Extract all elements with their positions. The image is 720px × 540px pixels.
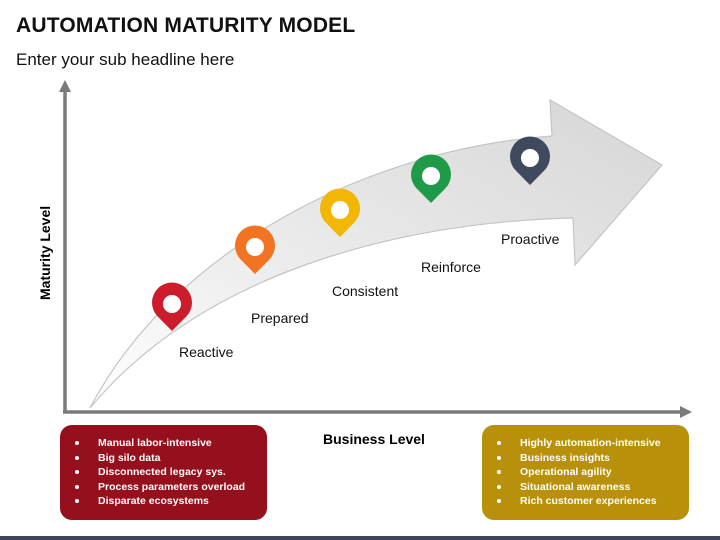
map-pin-icon-consistent [320, 188, 360, 237]
list-item: Business insights [482, 451, 689, 466]
map-pin-icon-reactive [152, 282, 193, 331]
bottom-accent-bar [0, 536, 720, 540]
list-item: Rich customer experiences [482, 494, 689, 509]
x-axis-arrowhead [680, 406, 692, 418]
list-item: Situational awareness [482, 480, 689, 495]
stage-label-reinforce: Reinforce [421, 259, 481, 275]
stage-label-consistent: Consistent [332, 283, 399, 299]
growth-arrow [89, 98, 663, 409]
list-item: Disconnected legacy sys. [60, 465, 267, 480]
list-item: Highly automation-intensive [482, 436, 689, 451]
stage-label-reactive: Reactive [179, 344, 234, 360]
list-item: Manual labor-intensive [60, 436, 267, 451]
y-axis-label: Maturity Level [37, 205, 53, 300]
page-title: AUTOMATION MATURITY MODEL [16, 14, 356, 37]
x-axis-label: Business Level [323, 431, 425, 447]
list-item: Big silo data [60, 451, 267, 466]
stage-label-proactive: Proactive [501, 231, 560, 247]
list-item: Disparate ecosystems [60, 494, 267, 509]
future-state-box: Highly automation-intensive Business ins… [482, 425, 689, 520]
list-item: Process parameters overload [60, 480, 267, 495]
y-axis-arrowhead [59, 80, 71, 92]
map-pin-icon-proactive [509, 136, 550, 185]
stage-label-prepared: Prepared [251, 310, 309, 326]
current-state-box: Manual labor-intensive Big silo data Dis… [60, 425, 267, 520]
list-item: Operational agility [482, 465, 689, 480]
map-pin-icon-reinforce [410, 154, 451, 203]
map-pin-icon-prepared [235, 225, 275, 274]
page-subtitle: Enter your sub headline here [16, 50, 235, 69]
